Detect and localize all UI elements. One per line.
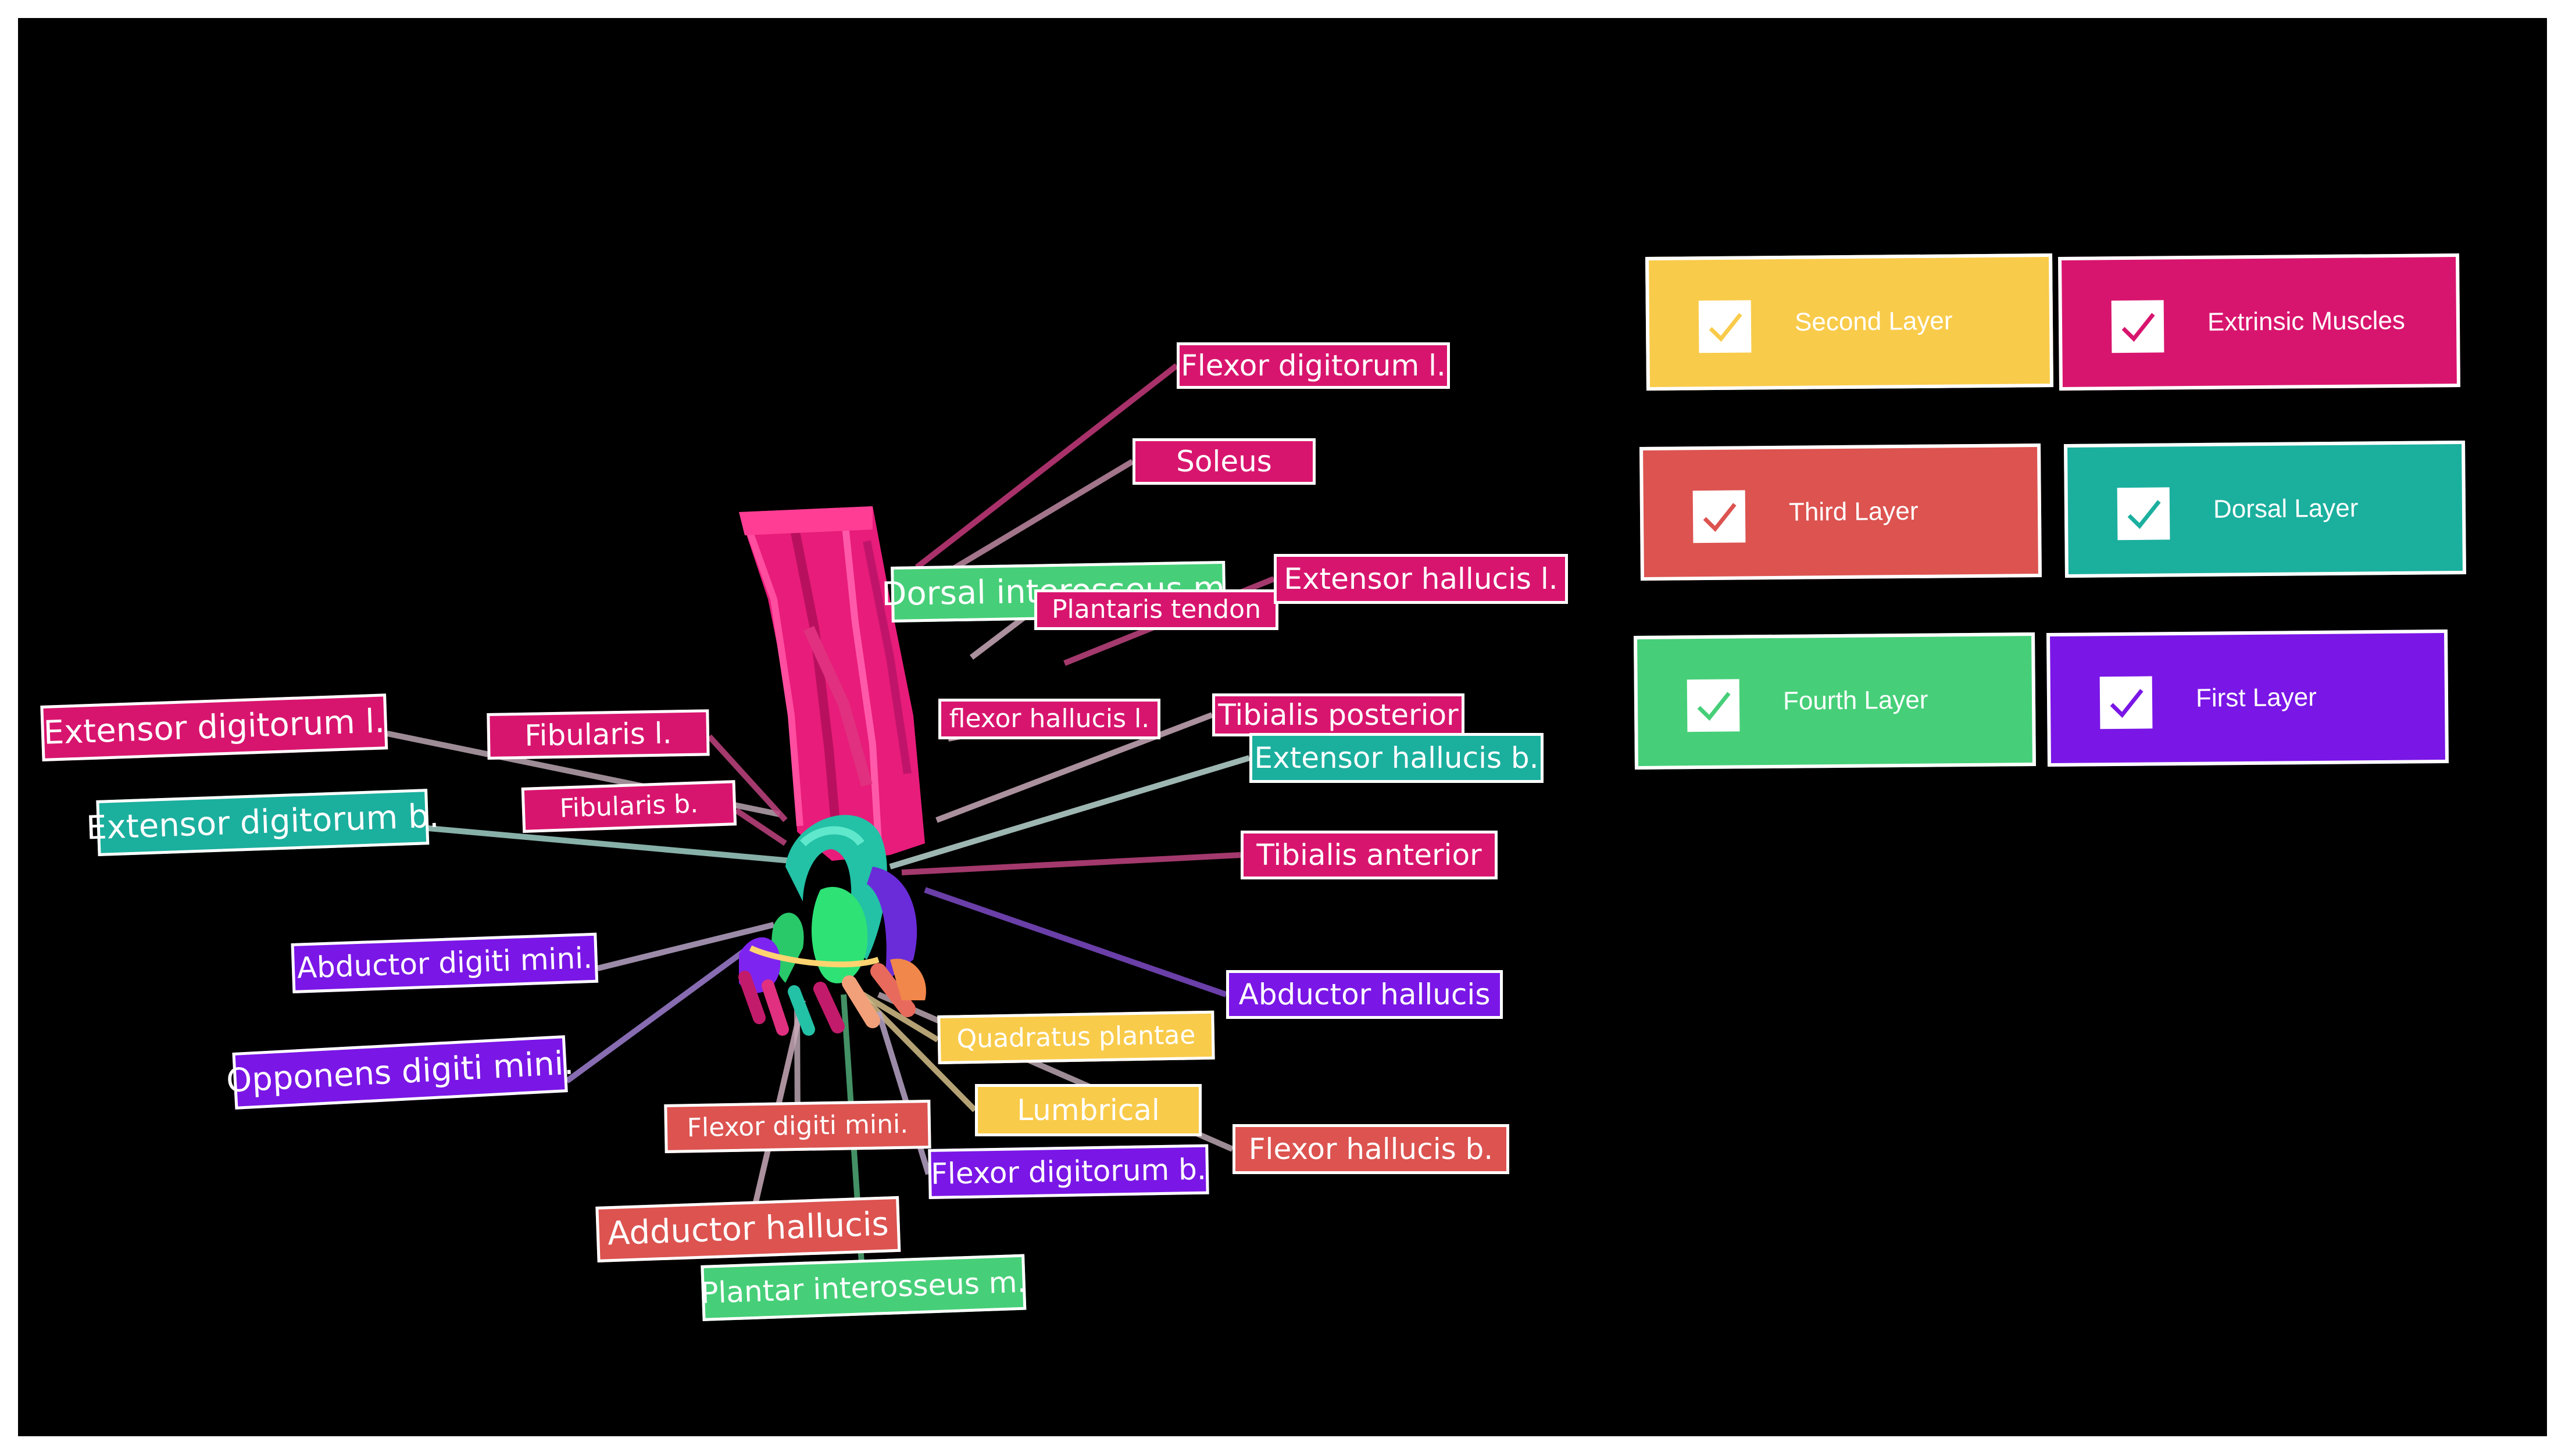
leader-line — [914, 363, 1179, 570]
layer-toggle-third[interactable]: Third Layer — [1639, 443, 2042, 581]
muscle-label[interactable]: Fibularis l. — [487, 709, 710, 760]
muscle-label[interactable]: flexor hallucis l. — [938, 699, 1160, 739]
layer-toggle-first[interactable]: First Layer — [2046, 629, 2449, 767]
layer-toggle-label: Second Layer — [1794, 306, 1953, 337]
checkmark-icon — [2127, 500, 2161, 530]
muscle-label[interactable]: Plantar interosseus m. — [700, 1254, 1027, 1321]
checkmark-icon — [2121, 313, 2155, 342]
checkmark-icon — [2110, 689, 2144, 718]
leader-line — [924, 887, 1227, 997]
muscle-label[interactable]: Abductor digiti mini. — [291, 932, 599, 993]
muscle-label[interactable]: Adductor hallucis — [595, 1196, 901, 1262]
layer-toggle-second[interactable]: Second Layer — [1645, 253, 2053, 391]
layer-toggle-label: Extrinsic Muscles — [2207, 306, 2406, 337]
checkmark-icon — [1709, 313, 1742, 342]
leader-line — [596, 922, 775, 971]
muscle-label[interactable]: Flexor digitorum l. — [1177, 342, 1450, 389]
checkbox[interactable] — [1687, 679, 1740, 732]
checkbox[interactable] — [2099, 676, 2153, 729]
leader-line — [935, 712, 1213, 823]
extrinsic-muscle-bundle — [739, 506, 925, 861]
toes-group — [738, 945, 926, 1036]
layer-toggle-fourth[interactable]: Fourth Layer — [1634, 632, 2036, 770]
fourth-layer-group — [771, 886, 868, 983]
checkbox[interactable] — [2111, 300, 2164, 353]
leader-line — [889, 755, 1251, 870]
muscle-label[interactable]: Lumbrical — [975, 1084, 1202, 1136]
muscle-label[interactable]: Fibularis b. — [521, 780, 737, 833]
checkbox[interactable] — [2117, 487, 2170, 541]
leader-line — [853, 986, 977, 1112]
layer-toggle-label: Fourth Layer — [1782, 685, 1928, 716]
checkmark-icon — [1703, 503, 1737, 532]
layer-toggle-extrinsic[interactable]: Extrinsic Muscles — [2058, 253, 2460, 391]
checkbox[interactable] — [1692, 490, 1746, 543]
checkbox[interactable] — [1698, 300, 1752, 353]
muscle-label[interactable]: Quadratus plantae — [937, 1010, 1215, 1064]
muscle-label[interactable]: Flexor digiti mini. — [664, 1100, 931, 1153]
foot-muscle-model[interactable] — [18, 18, 2547, 1436]
muscle-label[interactable]: Tibialis anterior — [1241, 831, 1498, 879]
checkmark-icon — [1697, 692, 1731, 721]
muscle-label[interactable]: Soleus — [1133, 438, 1316, 485]
leader-line — [901, 852, 1241, 875]
layer-toggle-label: Dorsal Layer — [2213, 493, 2359, 524]
layer-toggle-dorsal[interactable]: Dorsal Layer — [2064, 440, 2466, 578]
muscle-label[interactable]: Flexor digitorum b. — [928, 1144, 1209, 1199]
leader-line — [428, 825, 792, 864]
muscle-label[interactable]: Extensor hallucis l. — [1274, 554, 1568, 604]
muscle-label[interactable]: Plantaris tendon — [1034, 589, 1278, 630]
muscle-label[interactable]: Extensor digitorum b. — [85, 789, 440, 856]
muscle-label[interactable]: Tibialis posterior — [1212, 693, 1464, 736]
muscle-label[interactable]: Abductor hallucis — [1226, 970, 1503, 1019]
layer-toggle-label: First Layer — [2195, 682, 2317, 713]
muscle-label[interactable]: Extensor hallucis b. — [1249, 733, 1544, 783]
leader-line — [707, 734, 788, 822]
muscle-label[interactable]: Flexor hallucis b. — [1233, 1124, 1509, 1174]
leader-line — [734, 807, 787, 846]
layer-toggle-label: Third Layer — [1788, 496, 1919, 527]
leader-line — [565, 939, 758, 1084]
